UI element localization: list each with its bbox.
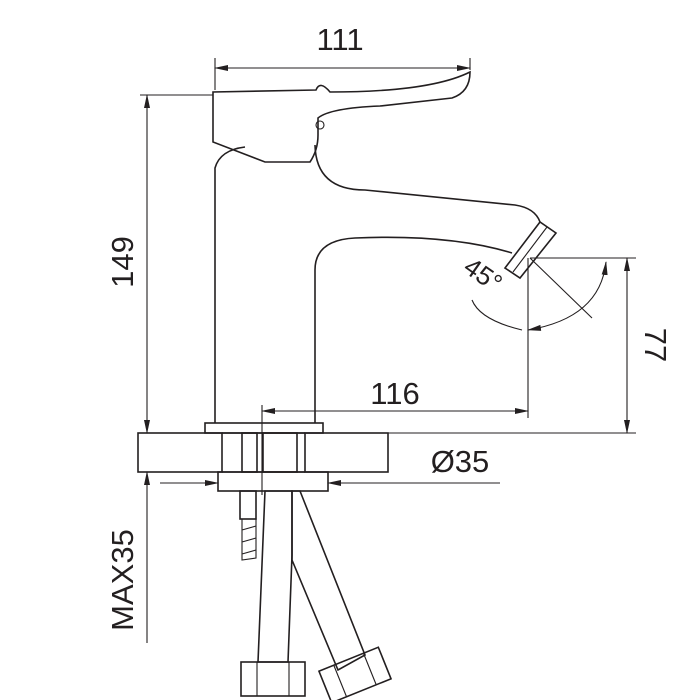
mounting-stud-thread [241,518,257,561]
countertop-section [137,432,389,473]
dim-spout-height: 77 [638,328,673,362]
faucet-body [214,144,558,423]
dim-handle-reach: 111 [316,22,363,57]
aerator [503,220,558,280]
dim-spray-angle: 45° [458,251,507,298]
hose-left [257,490,293,663]
mounting-stud [239,490,257,520]
hose-nut-left [240,661,306,697]
dim-max-thickness: MAX35 [105,529,140,631]
hose-right [291,490,367,672]
dim-spout-reach: 116 [370,376,419,411]
dim-total-height: 149 [105,236,140,288]
mounting-nut [217,471,329,492]
lever-handle [212,70,471,163]
angle-arc [527,261,608,331]
base-flange [204,422,324,434]
dim-hole-diameter: Ø35 [431,444,490,479]
hose-nut-right [317,646,393,700]
